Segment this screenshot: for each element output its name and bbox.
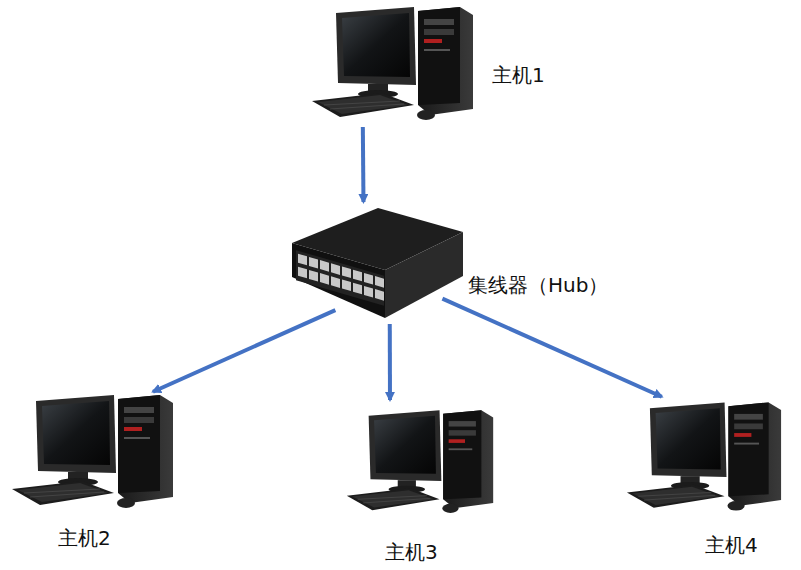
node-label: 主机4 [705,533,758,557]
hub-picture [292,208,463,318]
computer-node: 主机3 [345,403,495,521]
computer-node: 主机1 [310,5,475,123]
computer-picture [627,402,781,510]
computer-node: 集线器（Hub） [290,205,465,320]
arrow-connector [153,310,335,392]
computer-picture [312,7,473,120]
computer-node: 主机4 [625,398,783,516]
computer-node: 主机2 [10,393,175,511]
arrow-connector [442,299,661,397]
node-label: 主机2 [58,526,111,550]
arrow-connector [361,127,366,202]
arrow-connector [388,324,392,400]
node-label: 集线器（Hub） [468,273,608,297]
node-label: 主机3 [385,540,438,564]
computer-picture [12,395,173,508]
node-label: 主机1 [492,63,545,87]
computer-picture [347,410,493,513]
